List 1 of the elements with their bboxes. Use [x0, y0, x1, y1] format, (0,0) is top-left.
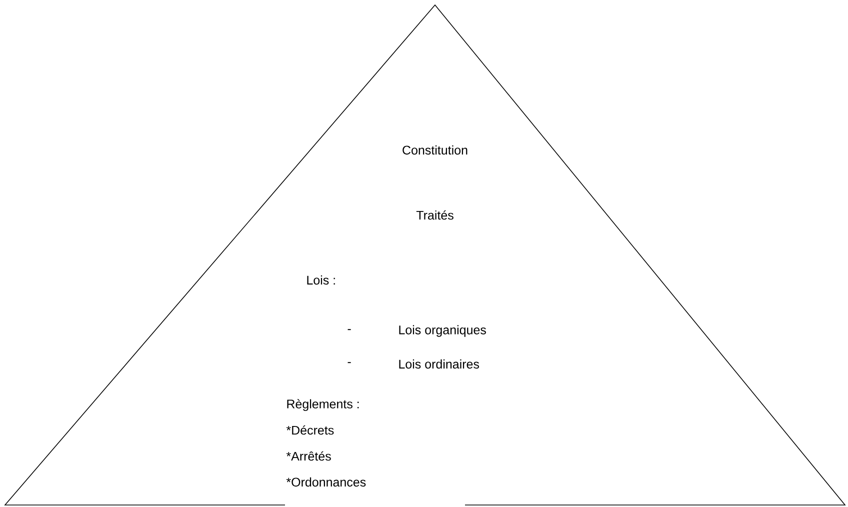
- pyramid: Constitution Traités Lois : - Lois organiques - Lois ordinaires Règlements : *Décrets *Arrêtés *Ordonnances: [4, 4, 846, 506]
